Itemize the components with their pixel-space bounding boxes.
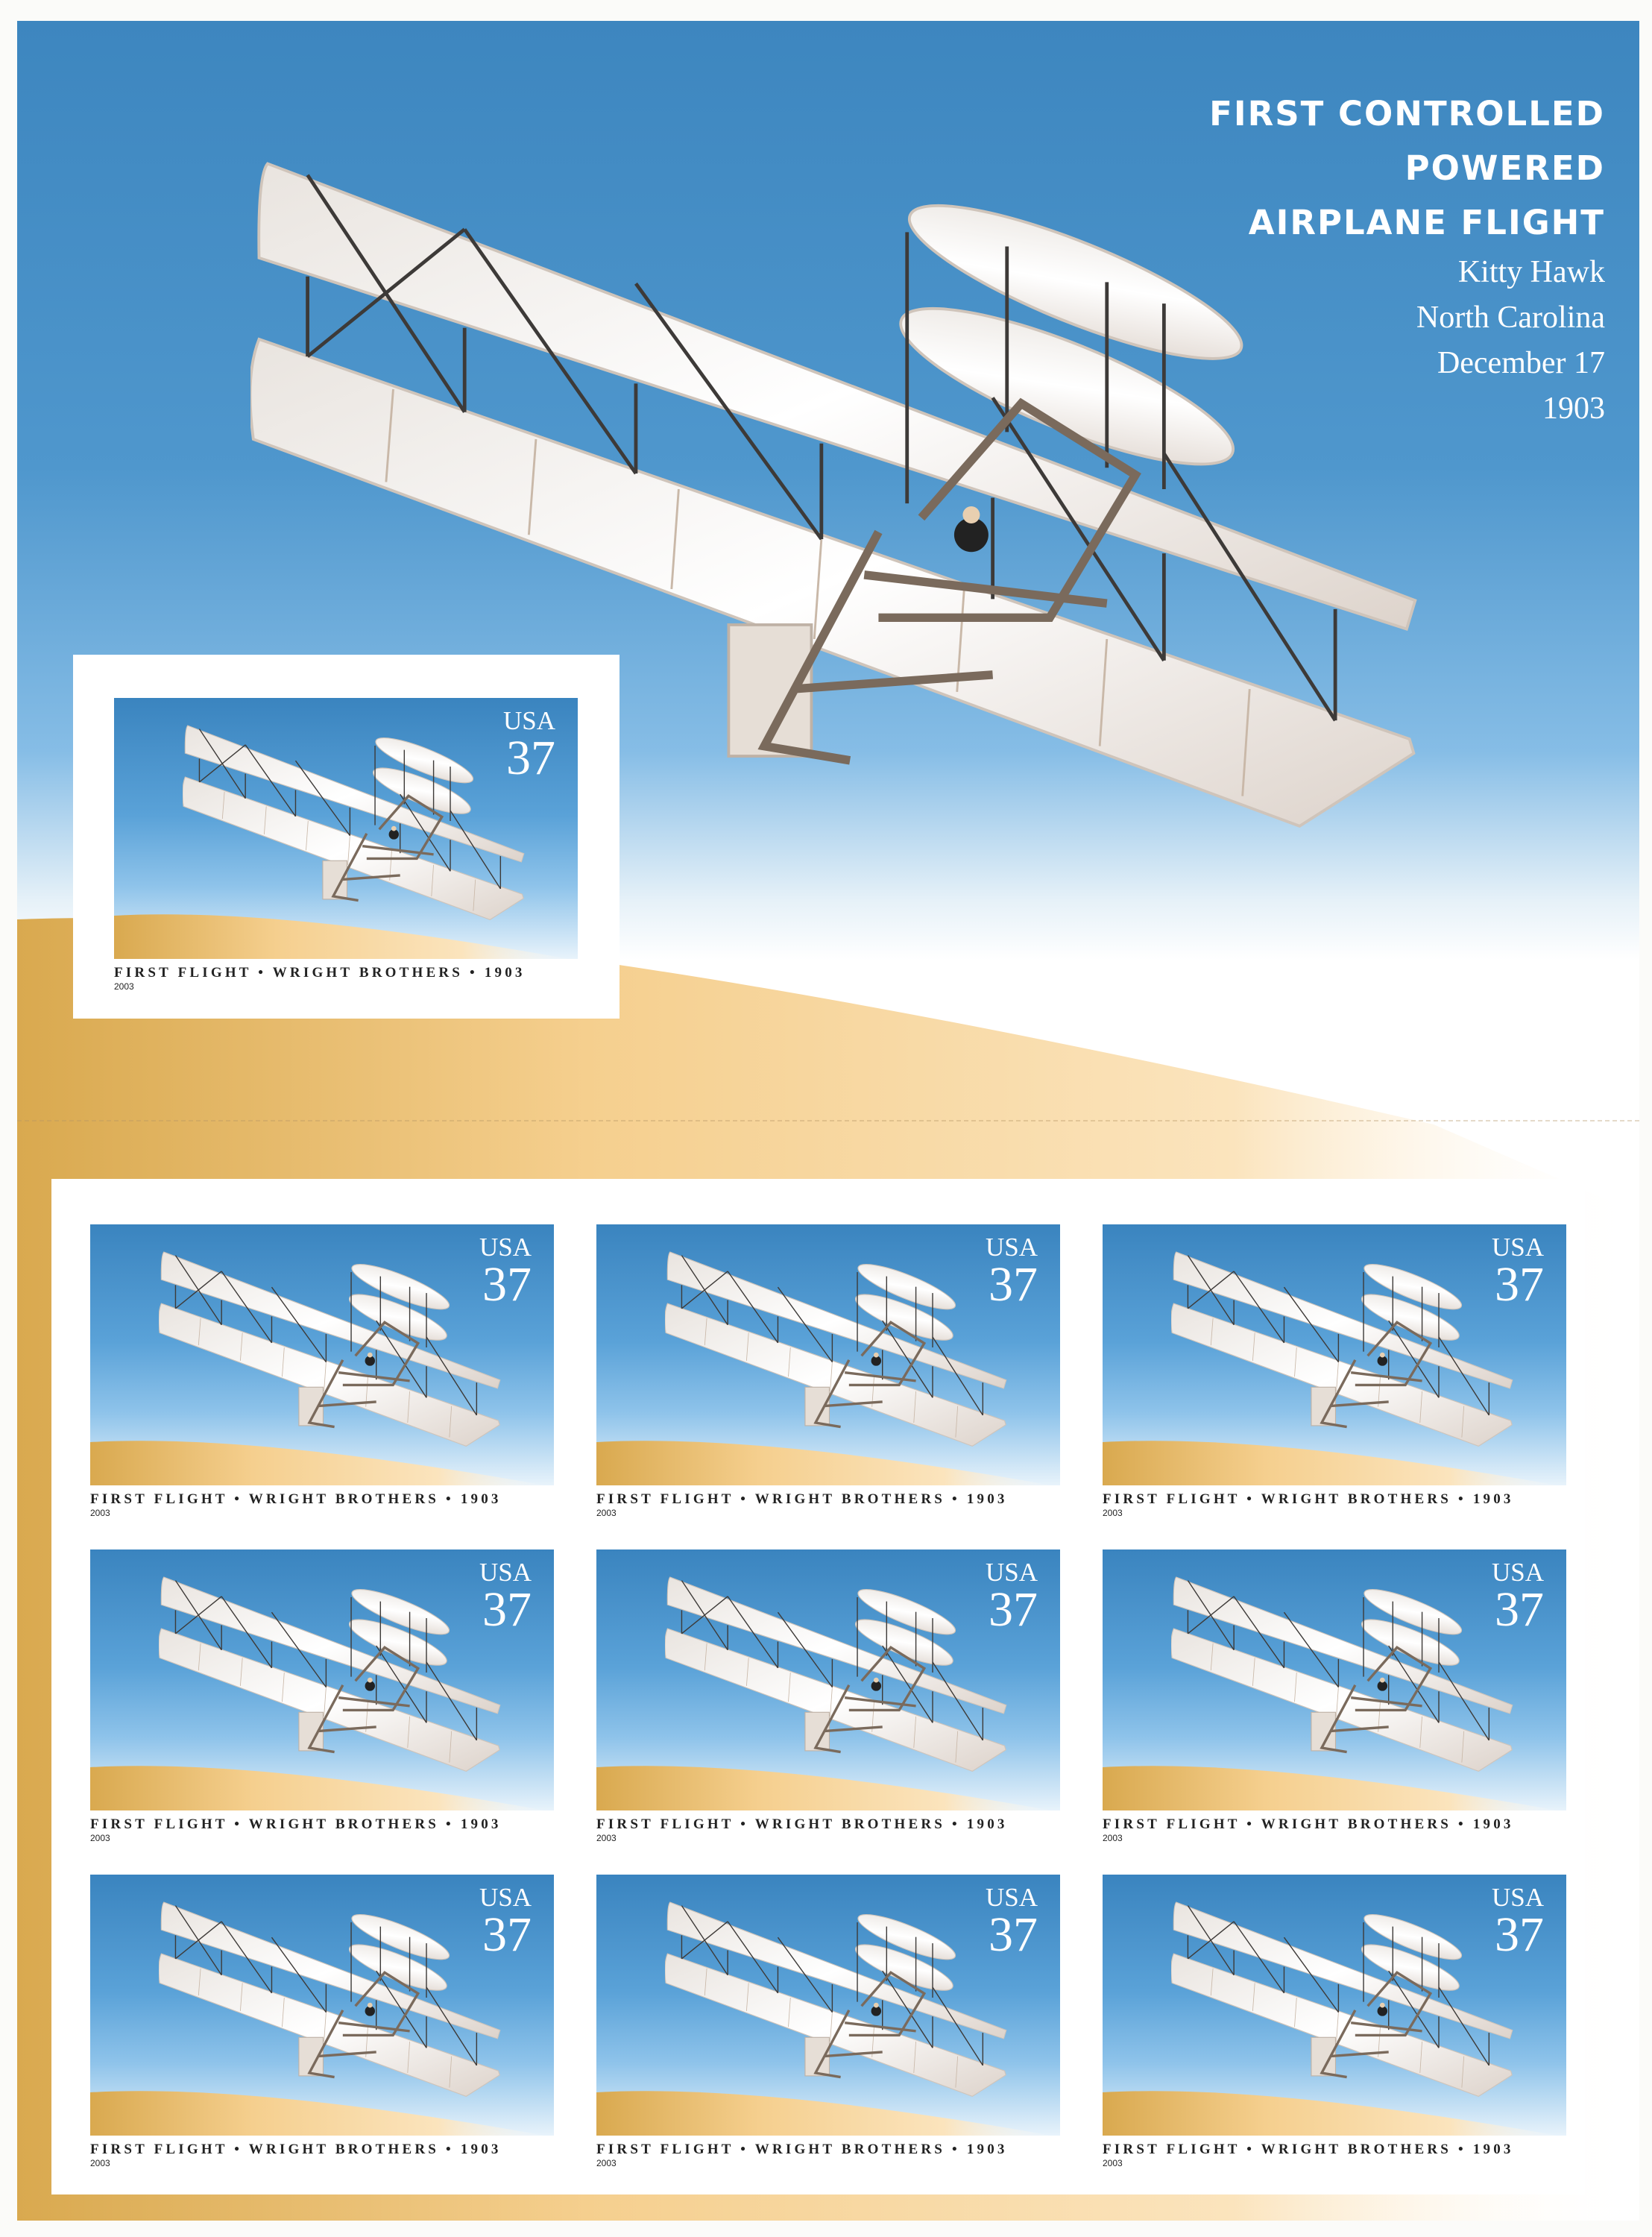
stamp[interactable]: USA 37 FIRST FLIGHT • WRIGHT BROTHERS • … (1103, 1224, 1609, 1549)
wright-flyer-illustration (665, 1897, 1008, 2098)
stamp-country: USA (1491, 1883, 1544, 1912)
stamp-denomination: 37 (506, 731, 555, 785)
stamp[interactable]: USA 37 FIRST FLIGHT • WRIGHT BROTHERS • … (114, 698, 620, 1023)
stamp-country: USA (479, 1883, 532, 1912)
stamp-denomination: 37 (1495, 1907, 1544, 1962)
stamp-denomination: 37 (989, 1907, 1038, 1962)
wright-flyer-illustration (665, 1572, 1008, 1773)
place-line: North Carolina (1416, 301, 1605, 335)
stamp-caption: FIRST FLIGHT • WRIGHT BROTHERS • 1903 (1103, 2142, 1514, 2157)
wright-flyer-illustration (159, 1897, 502, 2098)
sheet-title: FIRST CONTROLLED POWERED AIRPLANE FLIGHT… (1209, 86, 1605, 432)
stamp-caption: FIRST FLIGHT • WRIGHT BROTHERS • 1903 (90, 1816, 502, 1832)
stamp-year: 2003 (596, 2158, 617, 2168)
stamp-caption: FIRST FLIGHT • WRIGHT BROTHERS • 1903 (596, 2142, 1008, 2157)
stamp-caption: FIRST FLIGHT • WRIGHT BROTHERS • 1903 (1103, 1816, 1514, 1832)
stamp-image: USA 37 (1103, 1549, 1566, 1810)
stamp-denomination: 37 (989, 1582, 1038, 1637)
title-line: POWERED (1404, 148, 1605, 188)
stamp-image: USA 37 (596, 1549, 1060, 1810)
stamp-image: USA 37 (596, 1224, 1060, 1485)
stamp[interactable]: USA 37 FIRST FLIGHT • WRIGHT BROTHERS • … (90, 1549, 596, 1875)
stamp-image: USA 37 (90, 1224, 554, 1485)
stamp-country: USA (1491, 1558, 1544, 1587)
stamp-denomination: 37 (482, 1257, 532, 1312)
stamp-denomination: 37 (482, 1582, 532, 1637)
place-line: December 17 (1437, 346, 1605, 380)
wright-flyer-illustration (159, 1247, 502, 1448)
place-line: 1903 (1542, 391, 1605, 426)
stamp-denomination: 37 (1495, 1257, 1544, 1312)
stamp-caption: FIRST FLIGHT • WRIGHT BROTHERS • 1903 (114, 965, 526, 981)
stamp-year: 2003 (90, 2158, 110, 2168)
stamp-country: USA (985, 1883, 1038, 1912)
stamp-denomination: 37 (989, 1257, 1038, 1312)
stamp-caption: FIRST FLIGHT • WRIGHT BROTHERS • 1903 (90, 2142, 502, 2157)
stamp-year: 2003 (1103, 1833, 1123, 1843)
stamp[interactable]: USA 37 FIRST FLIGHT • WRIGHT BROTHERS • … (90, 1224, 596, 1549)
stamp-year: 2003 (1103, 2158, 1123, 2168)
wright-flyer-illustration (159, 1572, 502, 1773)
stamp-country: USA (479, 1558, 532, 1587)
stamp-image: USA 37 (114, 698, 578, 959)
fold-line (17, 1120, 1639, 1121)
wright-flyer-illustration (1171, 1897, 1514, 2098)
stamp-year: 2003 (1103, 1508, 1123, 1518)
place-line: Kitty Hawk (1457, 255, 1605, 289)
stamp-year: 2003 (114, 981, 134, 992)
stamp-caption: FIRST FLIGHT • WRIGHT BROTHERS • 1903 (596, 1491, 1008, 1507)
stamp[interactable]: USA 37 FIRST FLIGHT • WRIGHT BROTHERS • … (596, 1875, 1103, 2200)
stamp-image: USA 37 (90, 1549, 554, 1810)
stamp-year: 2003 (596, 1508, 617, 1518)
stamp-country: USA (479, 1233, 532, 1262)
stamp-caption: FIRST FLIGHT • WRIGHT BROTHERS • 1903 (1103, 1491, 1514, 1507)
stamp-country: USA (985, 1558, 1038, 1587)
stamp[interactable]: USA 37 FIRST FLIGHT • WRIGHT BROTHERS • … (596, 1549, 1103, 1875)
wright-flyer-illustration (1171, 1572, 1514, 1773)
stamp-country: USA (985, 1233, 1038, 1262)
stamp-country: USA (502, 706, 555, 735)
stamp-year: 2003 (90, 1508, 110, 1518)
stamp-caption: FIRST FLIGHT • WRIGHT BROTHERS • 1903 (596, 1816, 1008, 1832)
title-line: FIRST CONTROLLED (1209, 94, 1605, 133)
stamp-image: USA 37 (1103, 1875, 1566, 2136)
wright-flyer-illustration (665, 1247, 1008, 1448)
stamp-denomination: 37 (482, 1907, 532, 1962)
stamp-year: 2003 (90, 1833, 110, 1843)
stamp-image: USA 37 (1103, 1224, 1566, 1485)
stamp-country: USA (1491, 1233, 1544, 1262)
stamp-image: USA 37 (596, 1875, 1060, 2136)
stamp[interactable]: USA 37 FIRST FLIGHT • WRIGHT BROTHERS • … (1103, 1875, 1609, 2200)
stamp[interactable]: USA 37 FIRST FLIGHT • WRIGHT BROTHERS • … (596, 1224, 1103, 1549)
stamp-denomination: 37 (1495, 1582, 1544, 1637)
wright-flyer-illustration (183, 720, 526, 922)
stamp-caption: FIRST FLIGHT • WRIGHT BROTHERS • 1903 (90, 1491, 502, 1507)
wright-flyer-illustration (1171, 1247, 1514, 1448)
stamp-image: USA 37 (90, 1875, 554, 2136)
stamp-year: 2003 (596, 1833, 617, 1843)
stamp[interactable]: USA 37 FIRST FLIGHT • WRIGHT BROTHERS • … (90, 1875, 596, 2200)
title-line: AIRPLANE FLIGHT (1248, 203, 1605, 242)
stamp[interactable]: USA 37 FIRST FLIGHT • WRIGHT BROTHERS • … (1103, 1549, 1609, 1875)
